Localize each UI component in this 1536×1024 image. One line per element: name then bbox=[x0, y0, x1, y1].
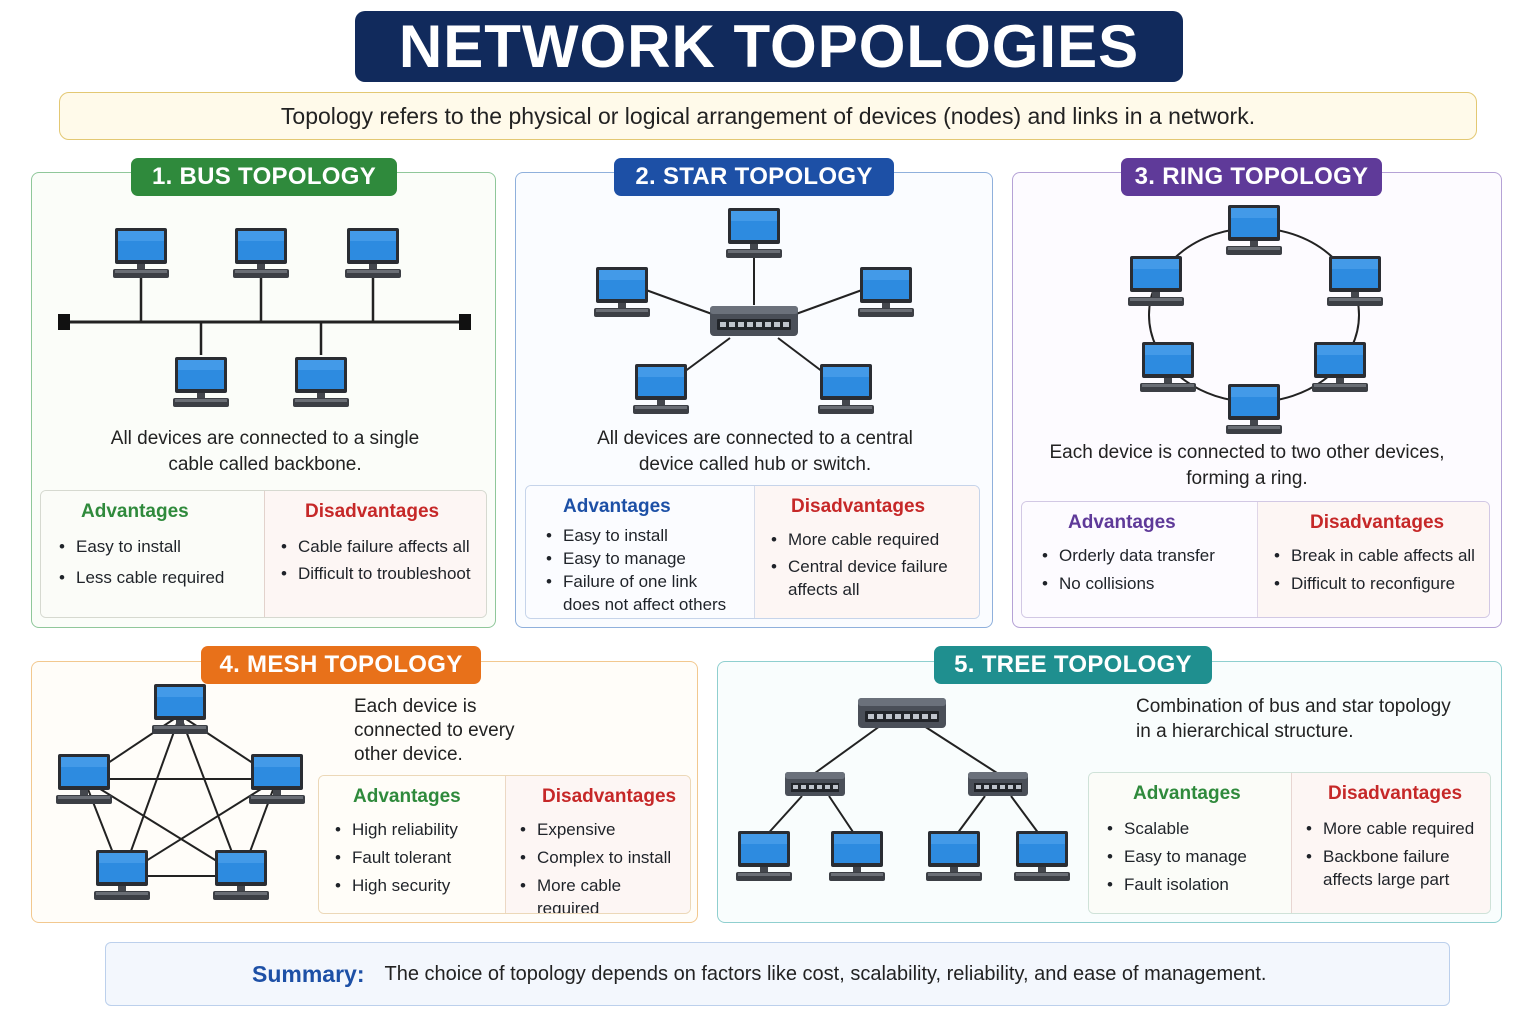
mesh-computer bbox=[94, 850, 150, 900]
ring-computer bbox=[1128, 256, 1184, 306]
mesh-computer bbox=[152, 684, 208, 734]
tree-computer bbox=[926, 831, 982, 881]
star-computer bbox=[633, 364, 689, 414]
bus-terminator-right bbox=[459, 314, 471, 330]
tree-computer bbox=[829, 831, 885, 881]
ring-computer bbox=[1226, 384, 1282, 434]
mesh-computer bbox=[249, 754, 305, 804]
bus-computer bbox=[345, 228, 401, 278]
bus-description: All devices are connected to a single ca… bbox=[110, 428, 420, 475]
summary-label: Summary: bbox=[252, 960, 365, 987]
ring-topology-label: 3. RING TOPOLOGY bbox=[1121, 158, 1382, 196]
star-topology-label: 2. STAR TOPOLOGY bbox=[614, 158, 894, 196]
bus-computer bbox=[173, 357, 229, 407]
mesh-computer bbox=[213, 850, 269, 900]
tree-topology-label: 5. TREE TOPOLOGY bbox=[934, 646, 1212, 684]
ring-disadvantages: Disadvantages Break in cable affects all… bbox=[1257, 502, 1489, 617]
star-disadvantages: Disadvantages More cable required Centra… bbox=[754, 486, 979, 618]
ring-computer bbox=[1140, 342, 1196, 392]
star-pros-cons: Advantages Easy to install Easy to manag… bbox=[525, 485, 980, 619]
star-advantages: Advantages Easy to install Easy to manag… bbox=[526, 486, 754, 618]
star-computer bbox=[594, 267, 650, 317]
star-computer bbox=[818, 364, 874, 414]
topology-definition: Topology refers to the physical or logic… bbox=[59, 92, 1477, 140]
bus-disadvantages: Disadvantages Cable failure affects all … bbox=[264, 491, 486, 617]
tree-advantages: Advantages Scalable Easy to manage Fault… bbox=[1089, 773, 1291, 913]
ring-computer bbox=[1327, 256, 1383, 306]
ring-computer bbox=[1312, 342, 1368, 392]
bus-computer bbox=[233, 228, 289, 278]
star-hub-icon bbox=[710, 306, 798, 336]
tree-pros-cons: Advantages Scalable Easy to manage Fault… bbox=[1088, 772, 1491, 914]
tree-computer bbox=[1014, 831, 1070, 881]
mesh-advantages: Advantages High reliability Fault tolera… bbox=[319, 776, 505, 913]
bus-computer bbox=[293, 357, 349, 407]
tree-description: Combination of bus and star topology in … bbox=[1136, 696, 1451, 742]
summary-text: The choice of topology depends on factor… bbox=[384, 962, 1267, 985]
tree-disadvantages: Disadvantages More cable required Backbo… bbox=[1291, 773, 1490, 913]
bus-pros-cons: Advantages Easy to install Less cable re… bbox=[40, 490, 487, 618]
bus-terminator-left bbox=[58, 314, 70, 330]
mesh-disadvantages: Disadvantages Expensive Complex to insta… bbox=[505, 776, 690, 913]
bus-topology-label: 1. BUS TOPOLOGY bbox=[131, 158, 397, 196]
summary-box: Summary: The choice of topology depends … bbox=[105, 942, 1450, 1006]
ring-advantages: Advantages Orderly data transfer No coll… bbox=[1022, 502, 1257, 617]
tree-root-switch-icon bbox=[858, 698, 946, 728]
mesh-topology-label: 4. MESH TOPOLOGY bbox=[201, 646, 481, 684]
ring-description: Each device is connected to two other de… bbox=[1049, 442, 1445, 489]
star-diagram bbox=[645, 256, 863, 373]
tree-switch-icon bbox=[785, 772, 845, 796]
star-computer bbox=[726, 208, 782, 258]
bus-advantages: Advantages Easy to install Less cable re… bbox=[41, 491, 264, 617]
tree-switch-icon bbox=[968, 772, 1028, 796]
bus-diagram bbox=[64, 278, 465, 355]
ring-computer bbox=[1226, 205, 1282, 255]
mesh-pros-cons: Advantages High reliability Fault tolera… bbox=[318, 775, 691, 914]
mesh-computer bbox=[56, 754, 112, 804]
star-description: All devices are connected to a central d… bbox=[597, 428, 913, 475]
star-computer bbox=[858, 267, 914, 317]
bus-computer bbox=[113, 228, 169, 278]
mesh-description: Each device is connected to every other … bbox=[354, 696, 515, 765]
ring-pros-cons: Advantages Orderly data transfer No coll… bbox=[1021, 501, 1490, 618]
page-title: NETWORK TOPOLOGIES bbox=[355, 11, 1183, 82]
tree-computer bbox=[736, 831, 792, 881]
